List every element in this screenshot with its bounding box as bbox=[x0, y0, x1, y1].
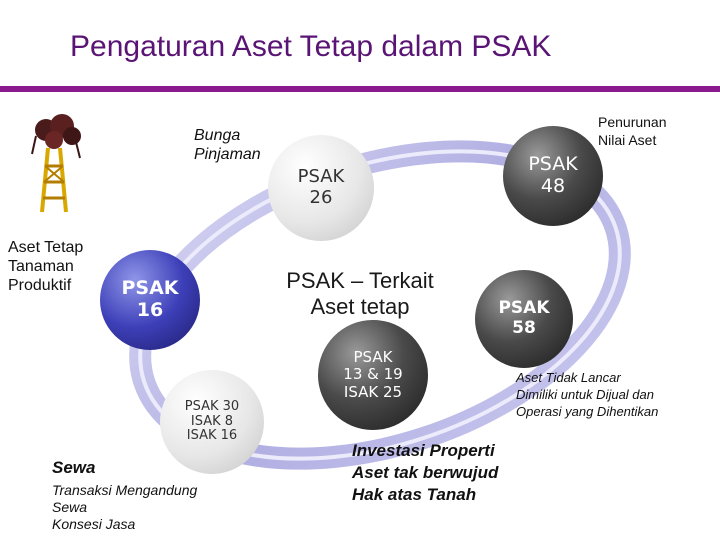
oil-derrick-icon bbox=[31, 114, 81, 213]
label-penurunan-nilai-aset: Penurunan Nilai Aset bbox=[598, 114, 667, 148]
node-psak-26: PSAK 26 bbox=[268, 135, 374, 241]
node-psak-58-label: PSAK 58 bbox=[498, 298, 550, 338]
node-psak-13-label: PSAK 13 & 19 ISAK 25 bbox=[343, 348, 403, 401]
node-psak-30-label: PSAK 30 ISAK 8 ISAK 16 bbox=[184, 398, 240, 444]
label-investasi-properti: Investasi Properti Aset tak berwujud Hak… bbox=[352, 441, 499, 505]
label-aset-tidak-lancar: Aset Tidak Lancar Dimiliki untuk Dijual … bbox=[516, 370, 659, 419]
node-psak-48-label: PSAK 48 bbox=[528, 153, 578, 197]
node-psak-13-19-isak-25: PSAK 13 & 19 ISAK 25 bbox=[318, 320, 428, 430]
label-bunga-pinjaman: Bunga Pinjaman bbox=[194, 127, 261, 164]
node-psak-58: PSAK 58 bbox=[475, 270, 573, 368]
label-sewa: Sewa bbox=[52, 458, 96, 477]
node-psak-30-isak: PSAK 30 ISAK 8 ISAK 16 bbox=[160, 370, 264, 474]
page-title: Pengaturan Aset Tetap dalam PSAK bbox=[70, 30, 552, 63]
label-transaksi-mengandung-sewa: Transaksi Mengandung Sewa Konsesi Jasa bbox=[52, 482, 198, 532]
node-psak-16: PSAK 16 bbox=[100, 250, 200, 350]
node-psak-16-label: PSAK 16 bbox=[121, 277, 179, 321]
label-aset-tetap-tanaman-produktif: Aset Tetap Tanaman Produktif bbox=[8, 239, 84, 295]
node-psak-48: PSAK 48 bbox=[503, 126, 603, 226]
central-topic: PSAK – Terkait Aset tetap bbox=[286, 268, 434, 320]
node-psak-26-label: PSAK 26 bbox=[297, 166, 345, 208]
title-divider bbox=[0, 86, 720, 92]
